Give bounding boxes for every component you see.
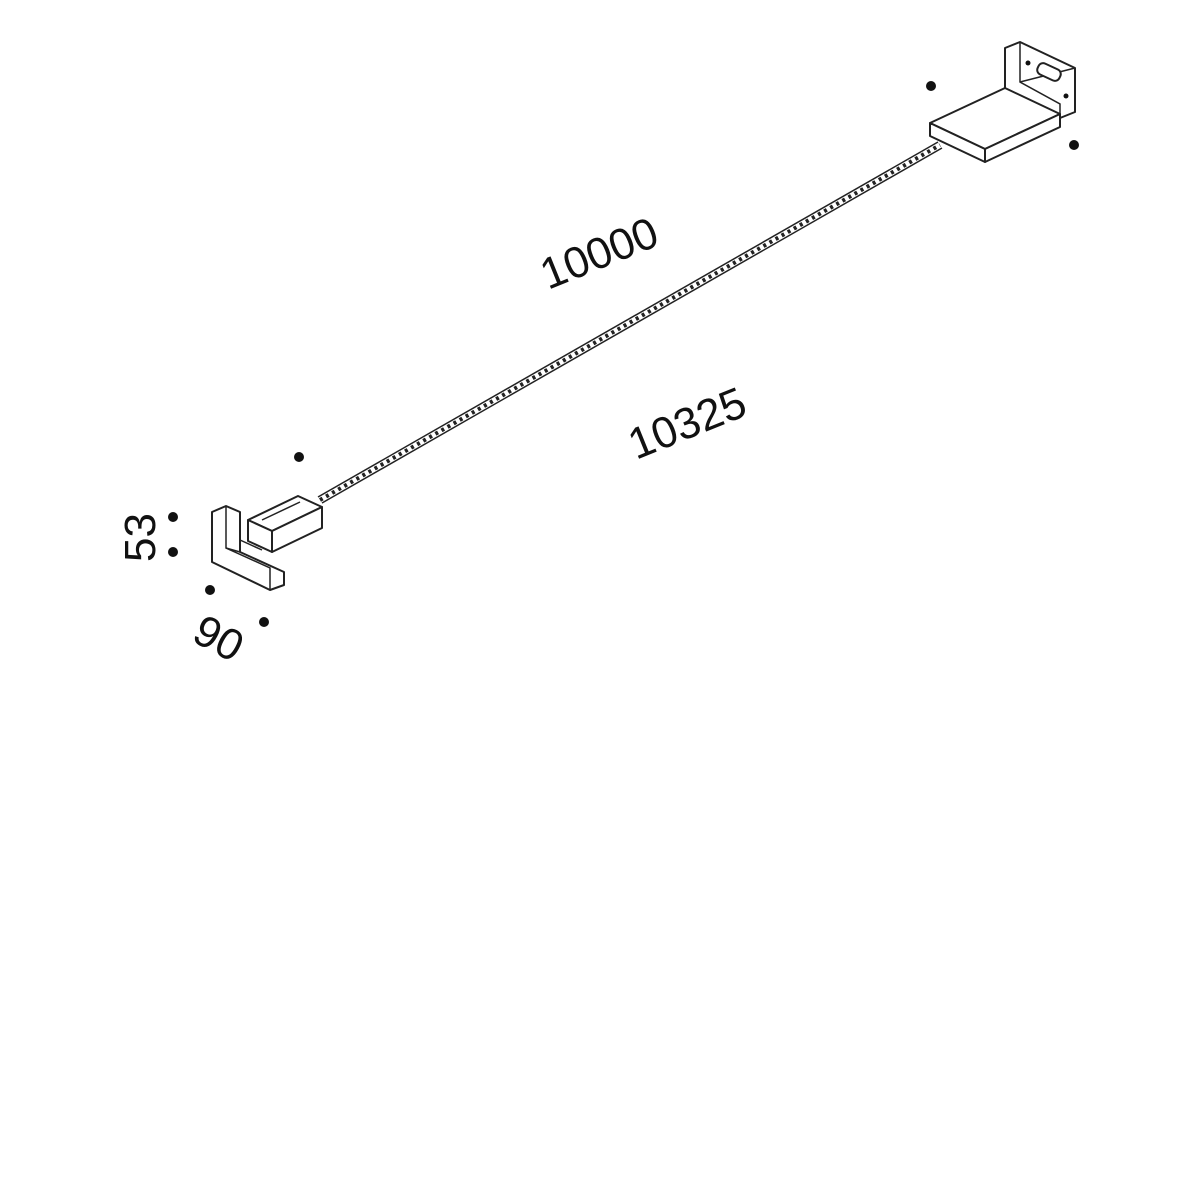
dimension-width: 90 [185,606,251,672]
marker-dot [168,512,178,522]
led-strip-pattern [319,143,941,502]
dimension-inner-length: 10000 [533,208,665,299]
marker-dot [259,617,269,627]
led-strip [317,141,943,504]
dimension-overall-length: 10325 [621,378,753,469]
marker-dot [1069,140,1079,150]
dimension-markers [168,81,1079,627]
marker-dot [926,81,936,91]
dimension-height: 53 [116,513,165,562]
marker-dot [205,585,215,595]
end-cap-left [211,495,323,591]
marker-dot [294,452,304,462]
mounting-slot [1036,62,1062,82]
marker-dot [168,547,178,557]
end-cap-right [929,41,1076,163]
